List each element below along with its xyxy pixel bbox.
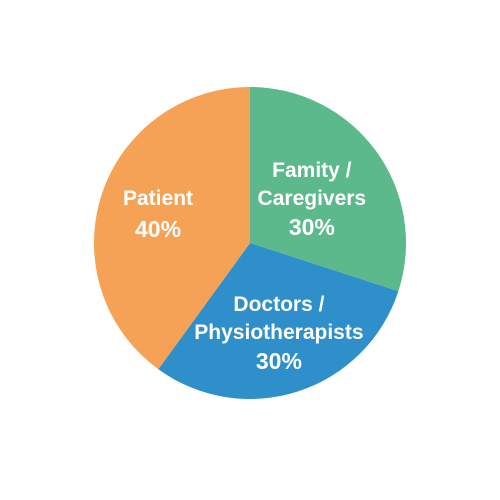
slice-value-label-0: 30% [289, 214, 335, 240]
slice-name-label-0-0: Famity / [272, 159, 352, 182]
slice-value-label-1: 30% [256, 348, 302, 374]
slice-name-label-1-0: Doctors / [233, 293, 324, 316]
slice-name-label-1-1: Physiotherapists [194, 321, 363, 344]
slice-name-label-2-0: Patient [123, 187, 193, 210]
pie-slices [93, 87, 406, 400]
pie-slice-0 [250, 87, 406, 292]
slice-name-label-0-1: Caregivers [258, 187, 367, 210]
pie-labels: Famity / Caregivers 30% Doctors / Physiother… [123, 159, 366, 374]
slice-value-label-2: 40% [135, 216, 181, 242]
pie-slice-1 [158, 243, 399, 400]
pie-slice-2 [93, 87, 250, 370]
